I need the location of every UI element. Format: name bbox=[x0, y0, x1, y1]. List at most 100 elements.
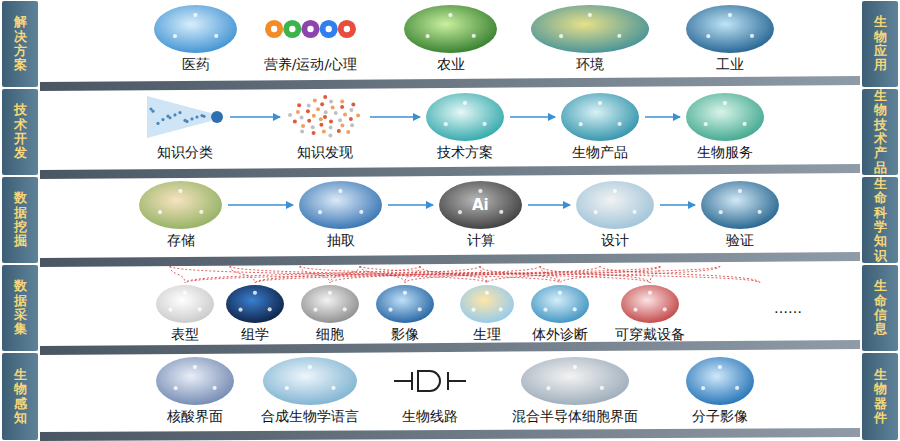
icon-spark bbox=[448, 13, 452, 17]
item-node: 生物产品 bbox=[557, 92, 643, 161]
icon-spark bbox=[173, 34, 177, 38]
icon-spark bbox=[285, 386, 289, 390]
ring-core bbox=[289, 26, 295, 32]
icon-spark bbox=[472, 308, 476, 312]
dot bbox=[320, 102, 324, 106]
ring bbox=[265, 20, 283, 38]
item-icon bbox=[425, 92, 505, 142]
item-icon bbox=[459, 284, 515, 324]
icon-spark bbox=[198, 308, 202, 312]
icon-spark bbox=[499, 307, 503, 311]
item-label: 知识发现 bbox=[282, 144, 368, 161]
layer-tab: 生命科学知识 bbox=[862, 177, 898, 263]
icon-spark bbox=[253, 291, 257, 295]
icon-spark bbox=[458, 210, 462, 214]
icon-spark bbox=[718, 365, 722, 369]
icon-disc bbox=[139, 181, 222, 229]
item-icon bbox=[560, 92, 640, 142]
icon-spark bbox=[158, 210, 162, 214]
flow-arrow bbox=[660, 204, 695, 206]
icon-spark bbox=[214, 34, 218, 38]
item-icon bbox=[285, 92, 365, 142]
icon-spark bbox=[600, 386, 604, 390]
item-node: 环境 bbox=[527, 4, 653, 73]
layer-tab: 生物应用 bbox=[862, 1, 898, 87]
icon-spark bbox=[444, 122, 448, 126]
layer-title: 生物感知 bbox=[14, 368, 27, 425]
item-icon bbox=[575, 180, 655, 230]
item-node: 组学 bbox=[222, 284, 288, 343]
icon-holder bbox=[295, 180, 386, 230]
icon-spark bbox=[193, 365, 197, 369]
icon-spark bbox=[617, 34, 621, 38]
ring-core bbox=[326, 26, 332, 32]
item-icon bbox=[155, 356, 235, 406]
icon-spark bbox=[426, 34, 430, 38]
icon-spark bbox=[403, 291, 407, 295]
dot bbox=[329, 126, 333, 130]
icon-spark bbox=[463, 101, 467, 105]
dot bbox=[168, 116, 171, 119]
icon-holder bbox=[697, 180, 783, 230]
dot bbox=[350, 123, 354, 127]
layer-title: 生命信息 bbox=[874, 279, 887, 336]
item-node: 细胞 bbox=[297, 284, 363, 343]
icon-spark bbox=[212, 386, 216, 390]
layer-tab: 生物感知 bbox=[2, 353, 38, 440]
icon-holder bbox=[142, 92, 228, 142]
item-node: 核酸界面 bbox=[152, 356, 238, 425]
item-label: 混合半导体细胞界面 bbox=[509, 408, 641, 425]
ring-core bbox=[307, 26, 313, 32]
icon-holder bbox=[557, 92, 643, 142]
icon-spark bbox=[588, 13, 592, 17]
icon-spark bbox=[719, 210, 723, 214]
icon-spark bbox=[558, 291, 562, 295]
item-node: 抽取 bbox=[295, 180, 386, 249]
item-label: 合成生物学语言 bbox=[258, 408, 362, 425]
icon-disc bbox=[299, 181, 382, 229]
icon-spark bbox=[758, 210, 762, 214]
icon-spark bbox=[268, 307, 272, 311]
icon-spark bbox=[173, 34, 177, 38]
item-label: 可穿戴设备 bbox=[612, 326, 688, 343]
red-dotted-link bbox=[185, 266, 420, 283]
red-dotted-link bbox=[405, 266, 600, 283]
item-icon bbox=[520, 356, 630, 406]
icon-spark bbox=[701, 386, 705, 390]
dot bbox=[178, 111, 181, 114]
red-dotted-link bbox=[560, 266, 720, 283]
dot bbox=[296, 110, 300, 114]
dot bbox=[306, 109, 310, 113]
icon-spark bbox=[318, 210, 322, 214]
dot bbox=[211, 111, 223, 123]
item-label: 组学 bbox=[222, 326, 288, 343]
icon-spark bbox=[738, 189, 742, 193]
flow-arrow bbox=[388, 204, 433, 206]
icon-disc bbox=[376, 285, 434, 323]
dot bbox=[340, 124, 344, 128]
icon-spark bbox=[723, 101, 727, 105]
icon-spark bbox=[183, 291, 187, 295]
icon-spark bbox=[174, 386, 178, 390]
icon-spark bbox=[338, 189, 342, 193]
ring bbox=[283, 20, 301, 38]
item-icon bbox=[145, 92, 225, 142]
item-label: 抽取 bbox=[295, 232, 386, 249]
item-icon bbox=[300, 284, 360, 324]
icon-spark bbox=[214, 34, 218, 38]
icon-disc bbox=[701, 181, 779, 229]
red-dotted-link bbox=[230, 266, 255, 283]
icon-spark bbox=[458, 210, 462, 214]
circuit-gate bbox=[418, 371, 440, 391]
item-node: 表型 bbox=[152, 284, 218, 343]
flow-arrow bbox=[510, 116, 555, 118]
icon-holder bbox=[612, 284, 688, 324]
icon-holder bbox=[152, 356, 238, 406]
item-label: 生理 bbox=[456, 326, 518, 343]
icon-disc bbox=[686, 357, 754, 405]
dot bbox=[312, 131, 316, 135]
red-dotted-link bbox=[255, 266, 480, 283]
item-label: 核酸界面 bbox=[152, 408, 238, 425]
layer-title: 数据采集 bbox=[14, 279, 27, 336]
icon-holder bbox=[282, 92, 368, 142]
